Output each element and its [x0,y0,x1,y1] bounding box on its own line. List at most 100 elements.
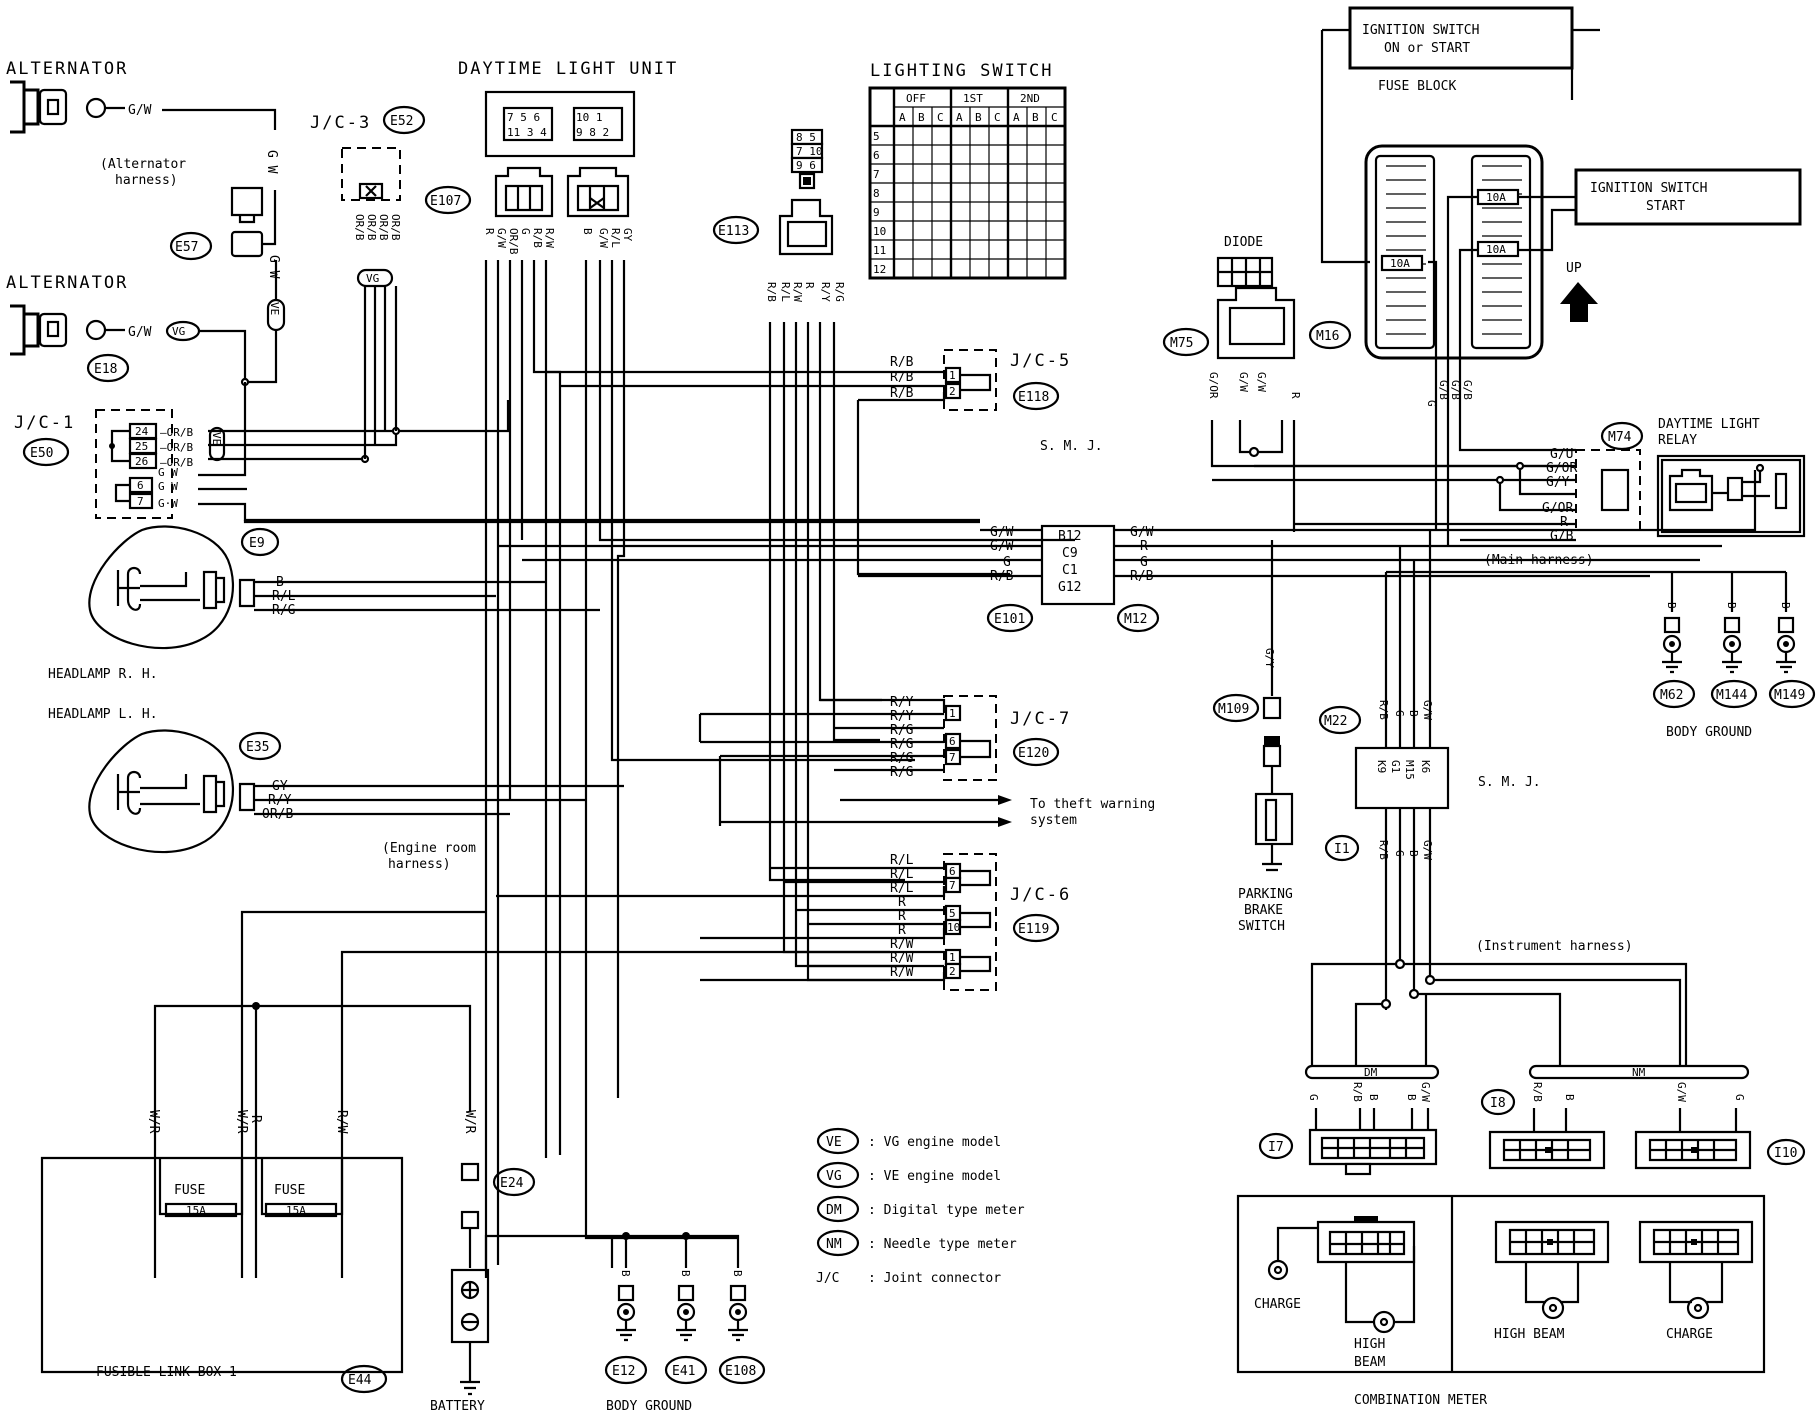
connector-i8-tag: I8 [1480,1088,1516,1116]
connector-i1-tag: I1 [1324,834,1360,862]
svg-text:R: R [483,228,496,235]
svg-text:R: R [248,1115,263,1123]
svg-text:G/W: G/W [1419,1082,1432,1102]
connector-m144-tag: M144 [1710,679,1758,709]
svg-text:E9: E9 [249,536,265,551]
svg-text:B12: B12 [1058,529,1081,544]
smj-top-label: S. M. J. [1040,439,1103,454]
svg-text:R: R [1560,515,1568,530]
svg-text:R/Y: R/Y [819,282,832,302]
svg-text:G/W: G/W [1675,1082,1688,1102]
headlamp-rh-symbol [88,525,256,650]
svg-text:R/G: R/G [890,723,914,738]
svg-text:M22: M22 [1324,714,1347,729]
svg-text:R/G: R/G [890,737,914,752]
svg-text:G/B: G/B [1449,380,1462,400]
connector-m22-tag: M22 [1318,705,1362,735]
svg-text:FUSE: FUSE [274,1183,305,1198]
connector-e113-tag: E113 [712,215,760,245]
connector-i7-tag: I7 [1258,1132,1294,1160]
ground-wire-label: B [1779,602,1792,609]
connector-e118-tag: E118 [1012,381,1060,411]
dm-connector [1308,1128,1438,1176]
svg-text:15A: 15A [286,1204,306,1217]
ls-row-label: 11 [873,244,886,257]
svg-text:R: R [1289,392,1302,399]
svg-text:26: 26 [135,455,148,468]
ground-wire-label: B [1665,602,1678,609]
svg-text:R/L: R/L [779,282,792,302]
svg-text:G/B: G/B [1437,380,1450,400]
svg-text:8 5: 8 5 [796,131,816,144]
ls-row-label: 8 [873,187,880,200]
ls-row-label: 9 [873,206,880,219]
svg-text:M149: M149 [1774,688,1805,703]
meter-digital: CHARGE HIGH BEAM [1254,1216,1416,1370]
ls-sub-label: A [956,111,963,124]
fuse-2: FUSE 15A [260,1158,344,1218]
ls-row-label: 5 [873,130,880,143]
svg-text:C9: C9 [1062,546,1078,561]
svg-text:E12: E12 [612,1364,635,1379]
svg-text:G: G [1733,1094,1746,1101]
legend-item: J/C : Joint connector [816,1271,1001,1286]
svg-text:harness): harness) [388,857,451,872]
svg-text:G: G [1140,555,1148,570]
svg-text:: Joint connector: : Joint connector [868,1271,1001,1286]
svg-text:R/B: R/B [531,228,544,248]
headlamp-lh-label: HEADLAMP L. H. [48,707,158,722]
svg-text:R/L: R/L [890,867,914,882]
ls-sub-label: B [1032,111,1039,124]
connector-e44-tag: E44 [340,1364,388,1394]
ls-sub-label: C [994,111,1001,124]
theft-warning-label: To theft warning [1030,797,1155,812]
svg-text:G: G [1425,400,1438,407]
headlamp-rh-label: HEADLAMP R. H. [48,667,158,682]
svg-text:7: 7 [137,495,144,508]
svg-text:R: R [803,282,816,289]
svg-text:OR/B: OR/B [507,228,520,255]
svg-text:R/W: R/W [334,1110,349,1134]
svg-text:R/B: R/B [1351,1082,1364,1102]
connector-e120-tag: E120 [1012,737,1060,767]
up-label: UP [1566,261,1582,276]
svg-text:7: 7 [949,751,956,764]
svg-text:J/C: J/C [816,1271,839,1286]
lighting-switch-label: LIGHTING SWITCH [870,61,1054,81]
connector-e101-tag: E101 [986,603,1034,633]
ls-sub-label: B [918,111,925,124]
alternator-top-label: ALTERNATOR [6,59,128,79]
svg-text:VE: VE [268,302,281,315]
svg-text:harness): harness) [115,173,178,188]
svg-text:G/W: G/W [1255,372,1268,392]
svg-text:10A: 10A [1486,191,1506,204]
ls-sub-label: C [1051,111,1058,124]
combination-meter-label: COMBINATION METER [1354,1393,1487,1408]
nm-bar: NM [1632,1066,1646,1079]
ign-on-label: IGNITION SWITCH [1362,23,1479,38]
svg-text:E52: E52 [390,114,413,129]
svg-text:GY: GY [621,228,634,242]
svg-text:15A: 15A [186,1204,206,1217]
svg-text:25: 25 [135,440,148,453]
ls-row-label: 7 [873,168,880,181]
svg-text:9 8 2: 9 8 2 [576,126,609,139]
svg-text:1: 1 [949,951,956,964]
svg-text:G1: G1 [1389,760,1402,773]
connector-e18-tag: E18 [86,353,130,383]
svg-text:R/W: R/W [543,228,556,248]
connector-m62-tag: M62 [1652,679,1696,709]
svg-text:R/G: R/G [890,751,914,766]
svg-text:I10: I10 [1774,1146,1797,1161]
body-ground-bottom-label: BODY GROUND [606,1399,692,1414]
svg-text:E119: E119 [1018,922,1049,937]
ground-wire-label: B [731,1270,744,1277]
smj-right-label: S. M. J. [1478,775,1541,790]
jc5-label: J/C-5 [1010,351,1071,371]
connector-e24-tag: E24 [492,1167,536,1197]
svg-text:10A: 10A [1486,243,1506,256]
svg-text:G/W: G/W [1421,840,1434,860]
